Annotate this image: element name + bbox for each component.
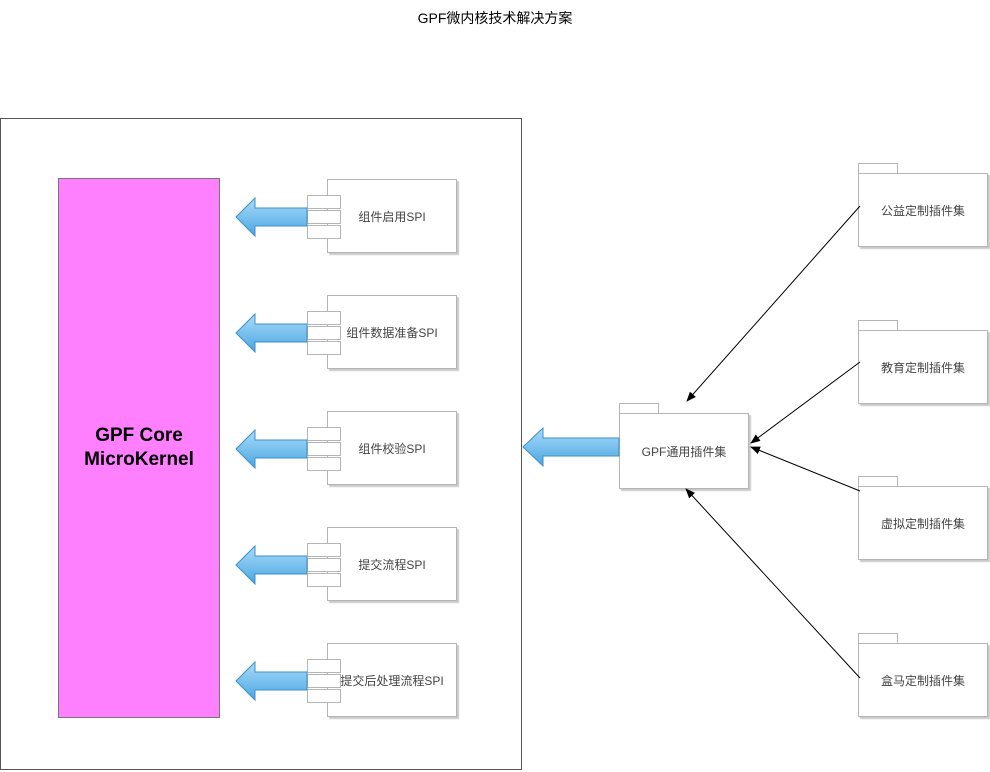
package-label: 教育定制插件集 [858,330,988,404]
component-port-icon [307,427,341,441]
core-title-line2: MicroKernel [84,449,194,470]
spi-label: 提交后处理流程SPI [340,673,444,688]
component-port-icon [307,659,341,673]
component-port-icon [307,689,341,703]
dependency-arrow [750,446,861,492]
spi-component: 组件校验SPI [307,411,457,487]
spi-arrow-icon [235,428,308,470]
component-port-icon [307,225,341,239]
plugin-to-kernel-arrow-icon [522,426,620,468]
component-port-icon [307,457,341,471]
package-tab-icon [858,320,898,330]
package-tab-icon [858,633,898,643]
spi-label: 组件数据准备SPI [346,325,438,340]
core-title-line1: GPF Core [95,425,183,446]
package-label: 公益定制插件集 [858,173,988,247]
component-port-icon [307,543,341,557]
component-port-icon [307,311,341,325]
package-tab-icon [858,476,898,486]
dependency-arrow [750,361,861,444]
package-label: 虚拟定制插件集 [858,486,988,560]
spi-component: 提交流程SPI [307,527,457,603]
package-tab-icon [619,403,659,413]
package-tab-icon [858,163,898,173]
component-port-icon [307,341,341,355]
core-microkernel: GPF Core MicroKernel [58,178,220,718]
spi-label: 提交流程SPI [358,557,426,572]
component-port-icon [307,573,341,587]
spi-component: 组件启用SPI [307,179,457,255]
spi-arrow-icon [235,544,308,586]
package-label: GPF通用插件集 [619,413,749,489]
component-port-icon [307,195,341,209]
diagram-title: GPF微内核技术解决方案 [417,10,573,26]
spi-arrow-icon [235,196,308,238]
spi-label: 组件校验SPI [358,441,426,456]
spi-label: 组件启用SPI [358,209,426,224]
spi-component: 提交后处理流程SPI [307,643,457,719]
spi-arrow-icon [235,660,308,702]
dependency-arrow [685,488,861,679]
spi-arrow-icon [235,312,308,354]
dependency-arrow [686,205,861,402]
package-label: 盒马定制插件集 [858,643,988,717]
